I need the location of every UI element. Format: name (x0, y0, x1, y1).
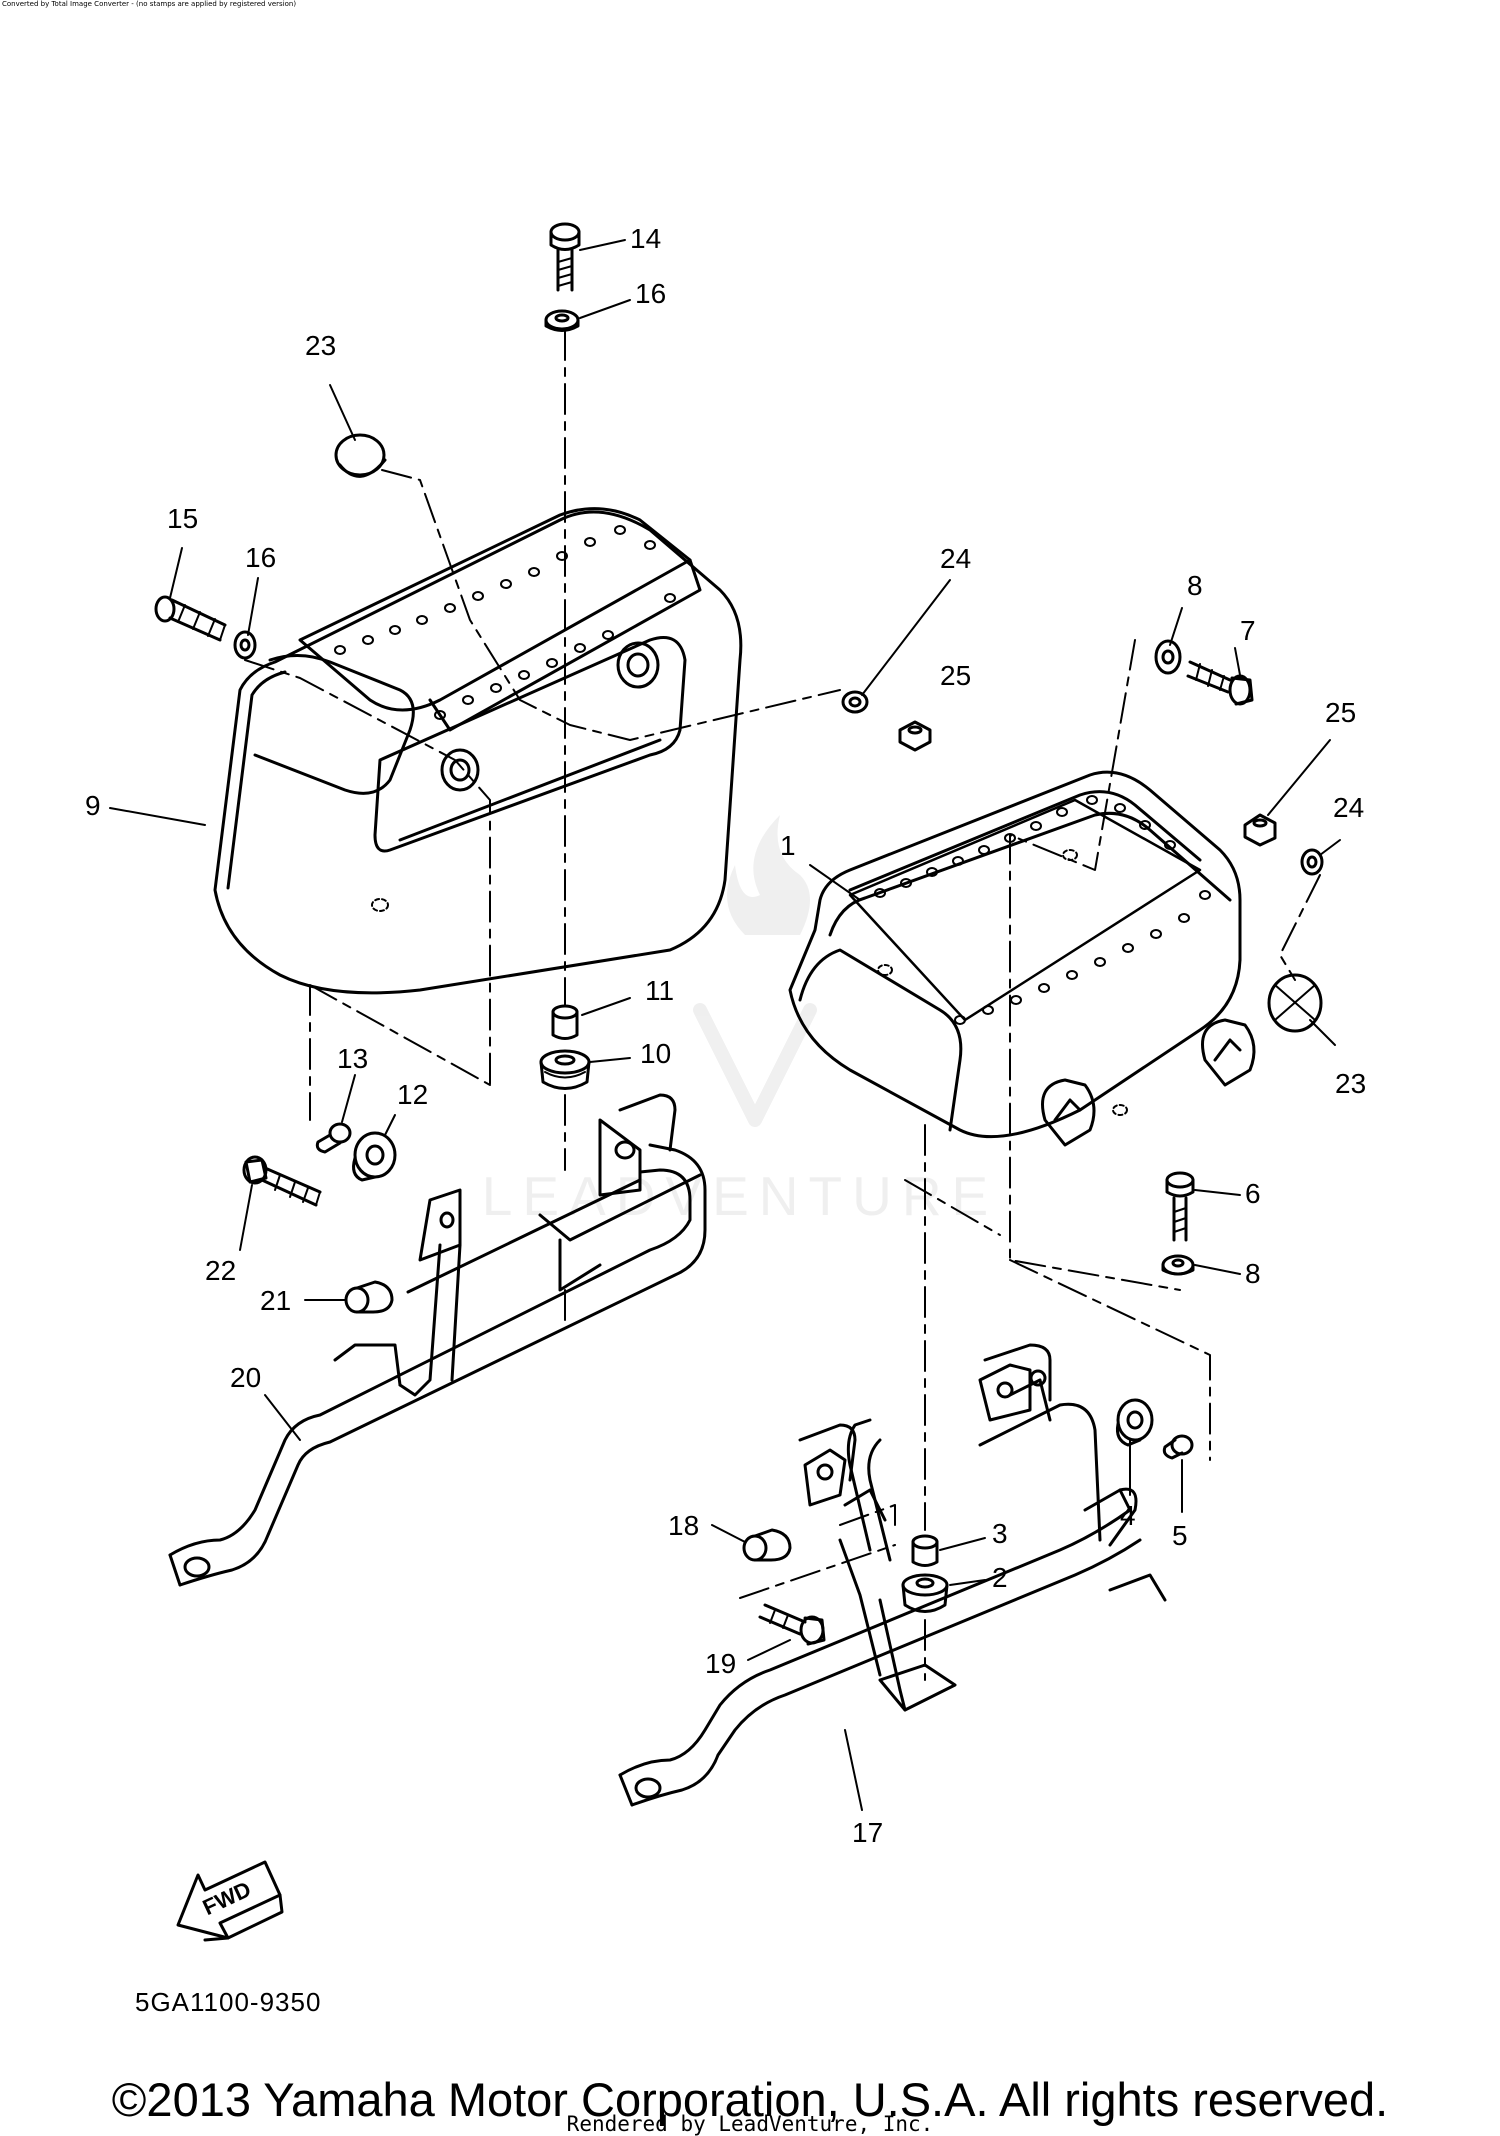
callout-19: 19 (705, 1648, 736, 1679)
diagram-code: 5GA1100-9350 (135, 1987, 322, 2017)
callout-24: 24 (940, 543, 971, 574)
assembly-lines (244, 329, 1321, 1681)
callout-21: 21 (260, 1285, 291, 1316)
washer-8b (1161, 1254, 1195, 1276)
washer-8a (1154, 639, 1182, 675)
collar-11 (551, 1004, 579, 1040)
callout-13: 13 (337, 1043, 368, 1074)
washer-16b (233, 630, 257, 660)
bolt-19 (758, 1603, 826, 1646)
callout-8: 8 (1187, 570, 1203, 601)
callout-9: 9 (85, 790, 101, 821)
fasteners (154, 222, 1324, 1646)
callout-12: 12 (397, 1079, 428, 1110)
callout-23: 23 (1335, 1068, 1366, 1099)
nut-25a (898, 720, 932, 752)
right-bracket (618, 1343, 1167, 1807)
callout-6: 6 (1245, 1178, 1261, 1209)
flame-logo-icon (727, 815, 810, 935)
cap-23a (334, 433, 387, 478)
callout-16: 16 (245, 542, 276, 573)
knob-21 (344, 1280, 394, 1314)
callout-16: 16 (635, 278, 666, 309)
bolt-14 (549, 222, 581, 292)
grommet-12 (352, 1131, 397, 1182)
left-saddlebag (213, 507, 743, 995)
callout-7: 7 (1240, 615, 1256, 646)
grommet-2 (901, 1573, 949, 1613)
washer-24b (1300, 848, 1324, 876)
callout-2: 2 (992, 1562, 1008, 1593)
grommet-10 (539, 1049, 591, 1090)
callout-5: 5 (1172, 1520, 1188, 1551)
knob-18 (742, 1528, 792, 1562)
collar-13 (315, 1122, 352, 1154)
callout-4: 4 (1120, 1500, 1136, 1531)
callout-1: 1 (780, 830, 796, 861)
grommet-4 (1116, 1398, 1154, 1447)
callout-11: 11 (645, 975, 674, 1006)
copyright-notice: ©2013 Yamaha Motor Corporation, U.S.A. A… (111, 2073, 1389, 2126)
leader-lines (109, 239, 1341, 1811)
callout-10: 10 (640, 1038, 671, 1069)
callout-23: 23 (305, 330, 336, 361)
callout-25: 25 (940, 660, 971, 691)
bolt-7 (1186, 660, 1254, 706)
callout-24: 24 (1333, 792, 1364, 823)
callout-20: 20 (230, 1362, 261, 1393)
converter-notice: Converted by Total Image Converter - (no… (2, 0, 297, 8)
right-saddlebag (788, 770, 1323, 1147)
rendered-by: Rendered by LeadVenture, Inc. (566, 2112, 934, 2136)
collar-5 (1162, 1434, 1194, 1460)
bolt-6 (1165, 1171, 1195, 1242)
callout-25: 25 (1325, 697, 1356, 728)
bolt-15 (154, 595, 227, 642)
callout-18: 18 (668, 1510, 699, 1541)
callout-14: 14 (630, 223, 661, 254)
callout-labels: 14 16 23 15 16 24 8 7 25 25 24 9 1 23 11… (85, 223, 1366, 1848)
collar-3 (911, 1534, 939, 1567)
left-bracket (168, 1093, 707, 1587)
washer-24a (841, 690, 869, 714)
nut-25b (1243, 813, 1277, 847)
callout-22: 22 (205, 1255, 236, 1286)
washer-16a (544, 309, 580, 332)
callout-17: 17 (852, 1817, 883, 1848)
fwd-arrow-icon: FWD (176, 1860, 284, 1942)
callout-15: 15 (167, 503, 198, 534)
bolt-22 (242, 1155, 322, 1207)
callout-8: 8 (1245, 1258, 1261, 1289)
callout-3: 3 (992, 1518, 1008, 1549)
